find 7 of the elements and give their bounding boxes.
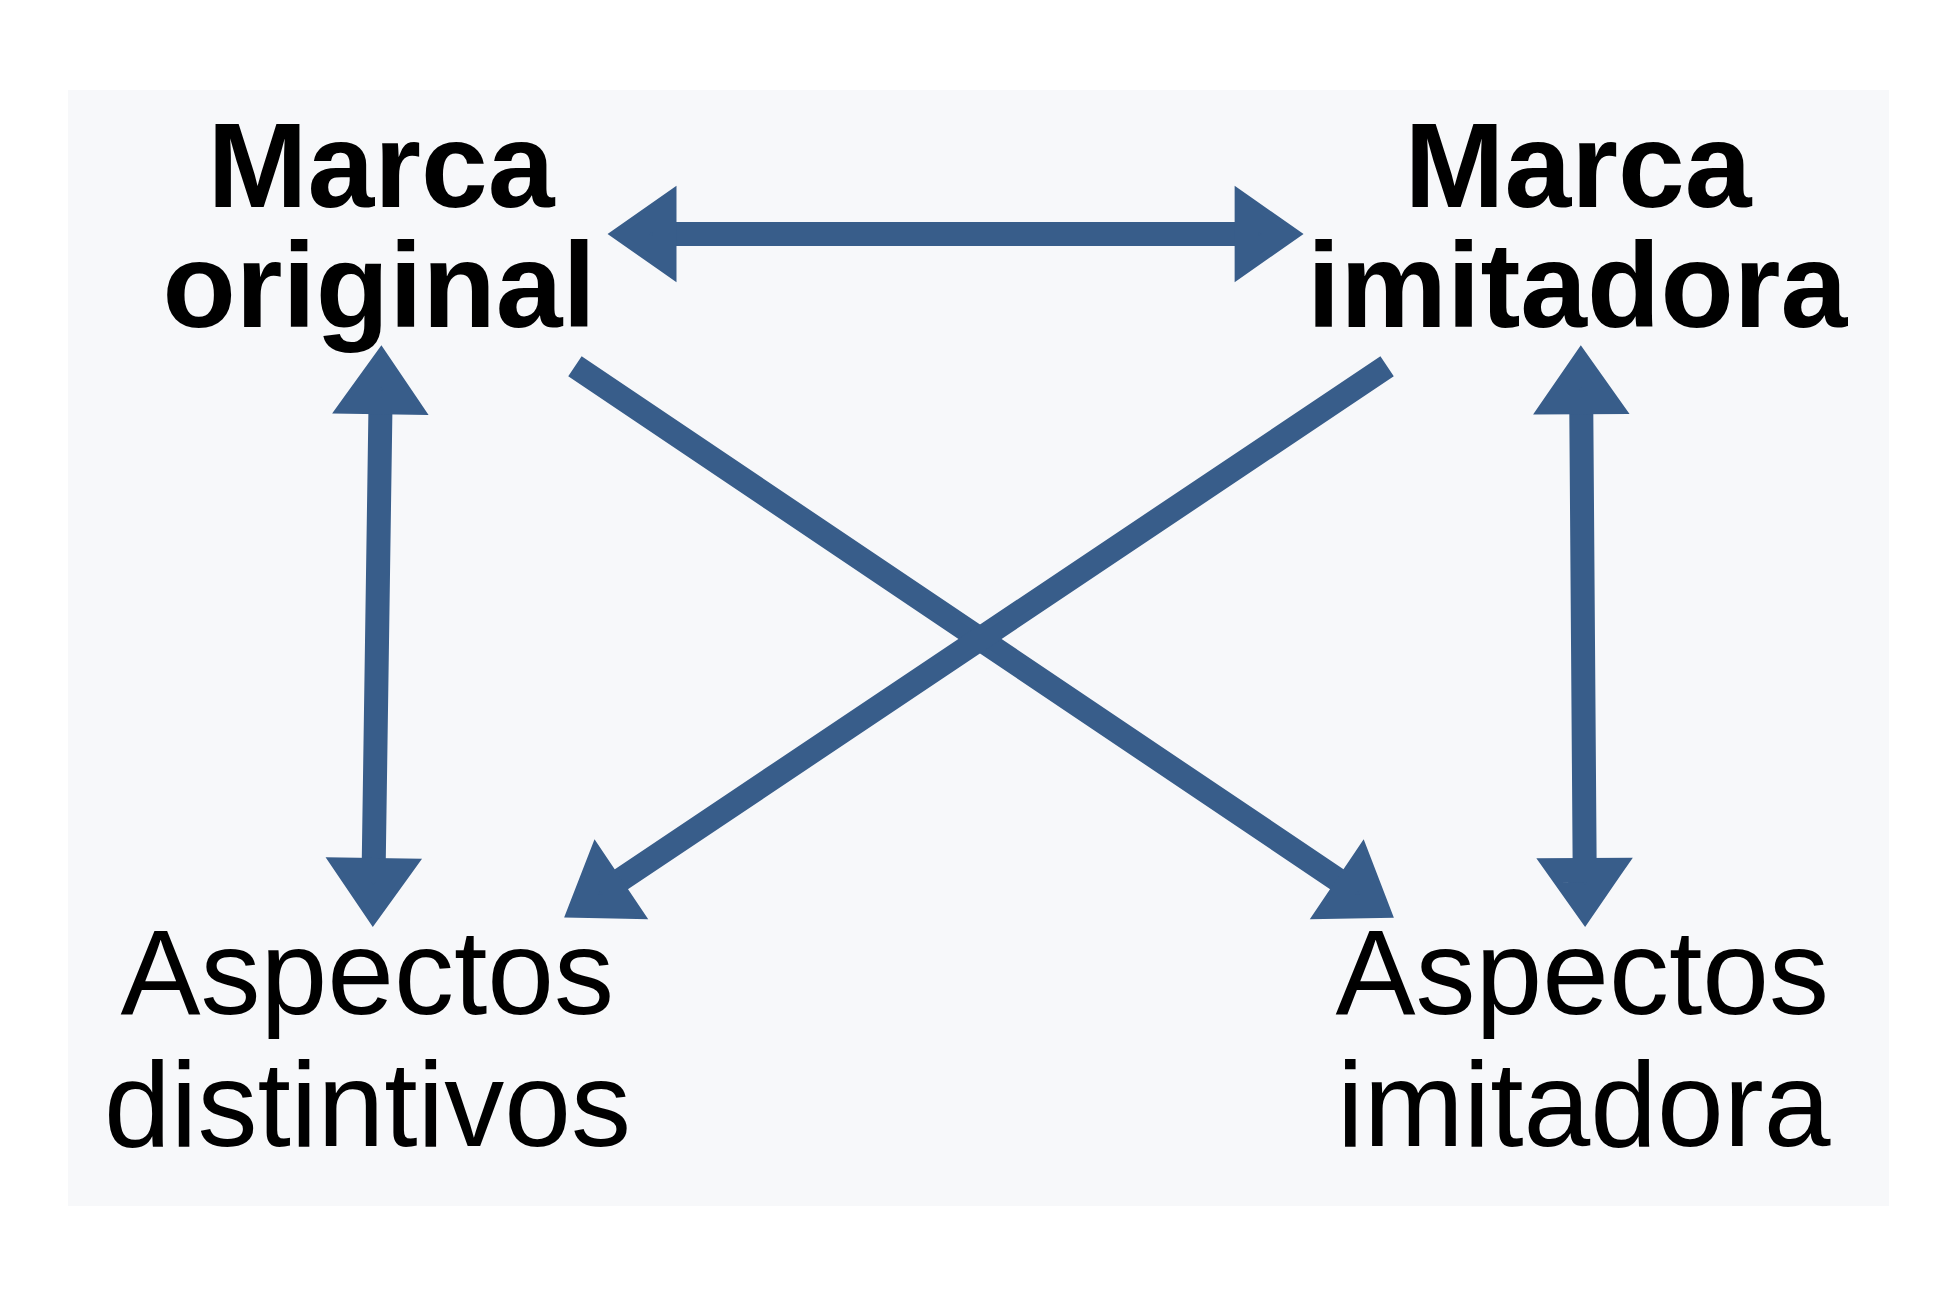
arrow: [607, 185, 1304, 283]
node-text: Aspectos distintivos: [104, 905, 631, 1171]
node-text: Marca original: [162, 98, 596, 352]
node-text: Marca imitadora: [1307, 98, 1848, 352]
arrow: [325, 345, 429, 927]
node-text: Aspectos imitadora: [1335, 905, 1831, 1171]
arrow: [1533, 345, 1633, 927]
